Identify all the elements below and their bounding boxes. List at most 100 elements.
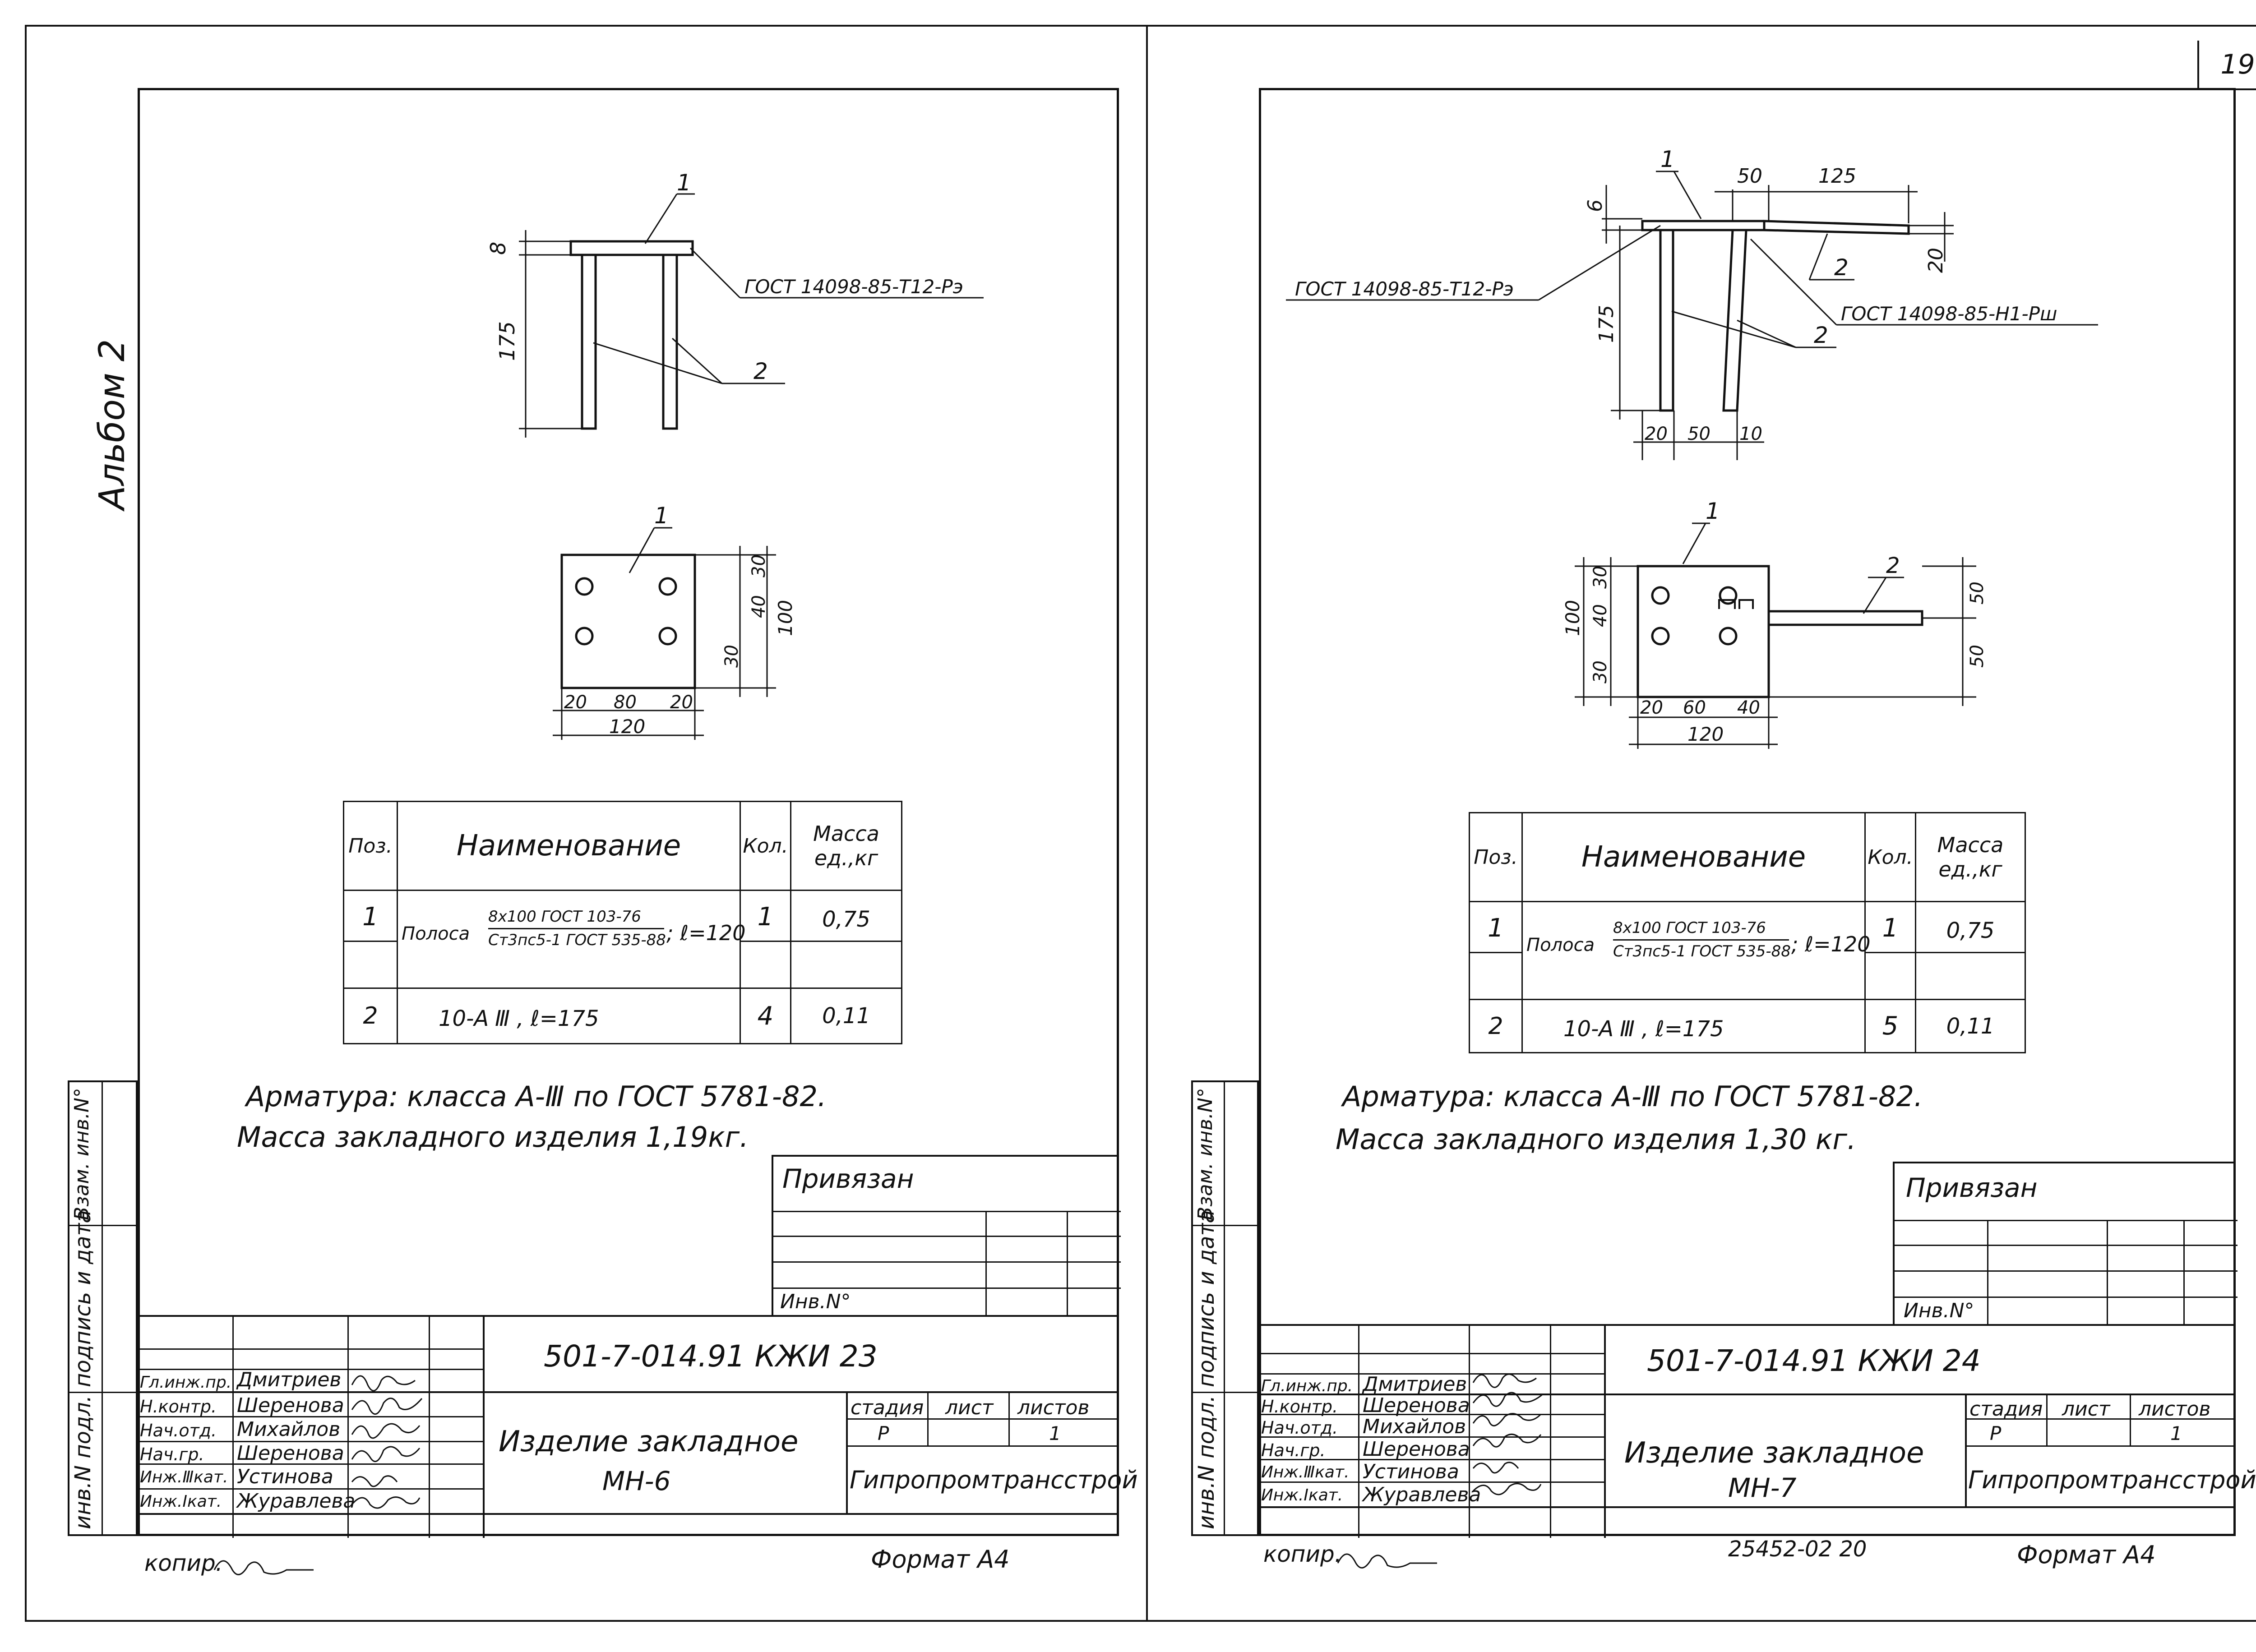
left-signatures [351,1375,423,1509]
left-inv-no-label: Инв.N° [780,1290,851,1313]
left-staff-name-0: Дмитриев [237,1368,342,1391]
right-dim-h30a: 30 [1590,566,1611,589]
right-dim-h50a: 50 [1967,581,1988,605]
left-stage: Р [878,1422,889,1444]
right-callout-1-plan: 1 [1706,498,1720,524]
right-spec-hdr-name: Наименование [1521,812,1866,902]
right-staff-role-2: Нач.отд. [1261,1418,1338,1438]
right-side-stamp-sep2 [1191,1392,1259,1393]
left-spec-r2-qty: 4 [740,988,791,1044]
right-dim-w50: 50 [1737,165,1762,188]
left-sheet-frame [138,88,1119,1536]
right-privyazan-label: Привязан [1906,1172,2038,1203]
right-org: Гипропромтрансстрой [1968,1466,2256,1494]
right-drawing: 6 50 125 20 175 20 50 10 1 ГОСТ 14098-85… [1286,146,2098,749]
right-vzam-inv-label: Взам. инв.N° [1194,1088,1217,1220]
left-staff-role-2: Нач.отд. [140,1421,217,1440]
left-sheet-hdr: лист [945,1396,994,1419]
right-staff-name-0: Дмитриев [1363,1373,1467,1396]
right-dim-h20: 20 [1924,248,1947,273]
left-drawing: 8 175 1 ГОСТ 14098-85-Т12-Рэ 2 1 20 80 2… [486,171,984,740]
right-privyazan-block: Привязан Инв.N° [1893,1162,2238,1326]
right-spec-hdr-pos: Поз. [1469,812,1523,902]
left-staff-role-1: Н.контр. [140,1397,217,1417]
left-spec-hdr-name: Наименование [397,801,741,891]
right-inv-no-label: Инв.N° [1904,1299,1974,1322]
right-spec-r1-name: Полоса 8х100 ГОСТ 103-76 Ст3пс5-1 ГОСТ 5… [1521,901,1870,1000]
right-sheets: 1 [2170,1422,2182,1444]
right-copy-signature [1337,1553,1437,1569]
left-privyazan-label: Привязан [782,1163,914,1194]
left-callout-gost: ГОСТ 14098-85-Т12-Рэ [744,276,963,298]
right-staff-role-3: Нач.гр. [1261,1440,1326,1460]
right-staff-role-4: Инж.Ⅲкат. [1261,1463,1350,1481]
left-spec-hdr-pos: Поз. [343,801,398,891]
right-spec-r1-pos: 1 [1469,901,1523,1000]
right-sheet-hdr: лист [2062,1398,2110,1421]
left-sheets-hdr: листов [1017,1396,1090,1419]
left-spec-r1-pos: 1 [343,890,398,989]
right-sheets-hdr: листов [2139,1398,2211,1421]
right-staff-name-5: Журавлева [1363,1483,1481,1506]
right-copy-label: копир. [1263,1541,1342,1567]
right-side-stamp-sep1 [1191,1225,1259,1226]
left-callout-1-plan: 1 [654,503,669,529]
left-dim-h30b: 30 [721,645,742,668]
left-dim-h40: 40 [749,595,769,618]
right-dim-p20: 20 [1640,697,1663,718]
right-dim-w125: 125 [1818,165,1856,188]
left-plate-plan [560,554,696,689]
left-doc-code: 501-7-014.91 КЖИ 23 [544,1339,878,1374]
right-callout-2-plan: 2 [1886,553,1900,578]
left-dim-w20a: 20 [564,692,587,713]
right-anchor-plan [1767,610,1923,626]
left-vzam-inv-label: Взам. инв.N° [70,1088,93,1220]
left-staff-name-2: Михайлов [237,1418,341,1441]
left-spec-r1-mass: 0,75 [790,890,902,989]
right-spec-r2-pos: 2 [1469,999,1523,1053]
right-title-block: 501-7-014.91 КЖИ 24 Изделие закладное МН… [1259,1324,2256,1538]
left-staff-role-4: Инж.Ⅲкат. [140,1468,228,1486]
left-staff-name-3: Шеренова [237,1442,344,1465]
right-bar-b [1722,229,1747,412]
right-spec-table: Поз. Наименование Кол. Масса ед.,кг 1 По… [1469,812,2026,1053]
right-note-1: Арматура: класса А-Ⅲ по ГОСТ 5781-82. [1342,1080,1923,1113]
left-bar-a [581,254,597,430]
right-staff-name-4: Устинова [1363,1460,1459,1483]
right-dim-b10: 10 [1739,424,1762,444]
right-spec-r1-qty: 1 [1864,901,1916,1000]
right-dim-b20: 20 [1645,424,1668,444]
right-stage: Р [1990,1422,2002,1444]
left-note-1: Арматура: класса А-Ⅲ по ГОСТ 5781-82. [246,1080,827,1113]
right-staff-role-5: Инж.Ⅰкат. [1261,1486,1343,1504]
right-dim-height: 175 [1595,305,1618,343]
right-side-stamp [1191,1080,1259,1536]
left-callout-2: 2 [754,358,768,384]
right-staff-name-1: Шеренова [1363,1394,1470,1417]
right-dim-h30b: 30 [1590,660,1611,683]
left-spec-hdr-qty: Кол. [740,801,791,891]
right-spec-hdr-qty: Кол. [1864,812,1916,902]
right-plate-plan [1637,565,1770,698]
album-label: Альбом 2 [92,339,133,510]
left-spec-r2-pos: 2 [343,988,398,1044]
left-spec-r1-name: Полоса 8х100 ГОСТ 103-76 Ст3пс5-1 ГОСТ 5… [397,890,745,989]
right-stage-hdr: стадия [1969,1398,2043,1421]
page-number: 19 [2220,49,2255,80]
left-bar-b [662,254,678,430]
sheet-center-fold [1146,25,1148,1622]
right-signatures [1472,1373,1544,1495]
left-dim-width-total: 120 [609,715,645,738]
right-spec-r1-mass: 0,75 [1915,901,2026,1000]
left-podpis-data-label: подпись и дата [70,1210,96,1387]
right-dim-h40: 40 [1590,604,1611,627]
left-dim-w80: 80 [614,692,637,713]
right-callout-gost2: ГОСТ 14098-85-Н1-Рш [1841,303,2057,325]
right-staff-role-0: Гл.инж.пр. [1261,1377,1353,1395]
left-dim-w20b: 20 [670,692,693,713]
right-dim-b50: 50 [1687,424,1710,444]
left-dim-top-thk: 8 [486,242,510,255]
left-inv-podl-label: инв.N подл. [70,1395,96,1529]
right-bar-a [1659,229,1674,412]
sheet-outer-border [25,25,2256,1622]
